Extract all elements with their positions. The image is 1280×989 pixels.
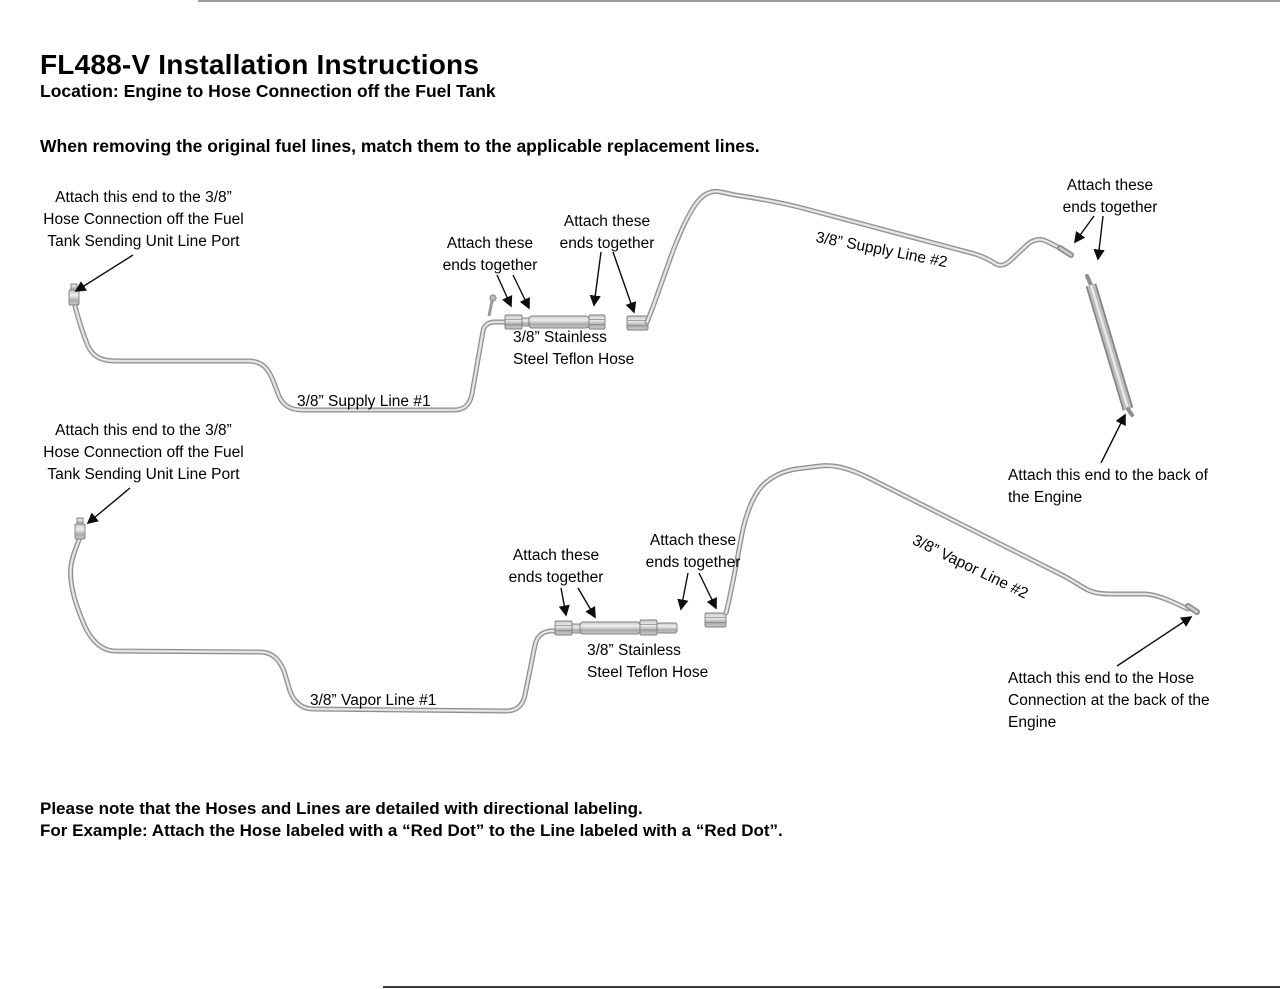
supply-line1-label: 3/8” Supply Line #1 (297, 393, 431, 410)
engine-end-note: Attach this end to the back of the Engin… (1008, 467, 1208, 506)
arrow-vapor-attach-mid-2 (698, 572, 717, 610)
vapor-teflon-hose (554, 619, 678, 636)
arrow-supply-attach-right-1 (1074, 215, 1095, 244)
location-heading: Location: Engine to Hose Connection off … (40, 81, 496, 101)
supply-attach-right-note: Attach these ends together (1062, 177, 1158, 216)
footer-note-line2: For Example: Attach the Hose labeled wit… (40, 821, 783, 840)
arrow-vapor-attach-mid-1 (677, 572, 689, 611)
vapor-engine-end-note: Attach this end to the Hose Connection a… (1008, 670, 1210, 731)
vapor-attach-mid-note: Attach these ends together (645, 532, 741, 571)
arrow-supply-attach-left-2 (512, 274, 530, 310)
supply-attach-left-note: Attach these ends together (442, 235, 538, 274)
annotation-arrows (74, 215, 1193, 667)
arrow-vapor-tank-end (86, 487, 131, 525)
vapor-line1-label: 3/8” Vapor Line #1 (310, 692, 437, 709)
arrow-supply-attach-mid-2 (612, 251, 637, 314)
instruction-heading: When removing the original fuel lines, m… (40, 136, 760, 156)
supply-line-1 (68, 283, 506, 410)
arrow-vapor-engine-end (1116, 616, 1193, 667)
supply-tank-end-note: Attach this end to the 3/8” Hose Connect… (43, 189, 244, 250)
vapor-tank-end-note: Attach this end to the 3/8” Hose Connect… (43, 422, 244, 483)
arrow-vapor-attach-left-2 (577, 587, 596, 619)
arrow-engine-end (1100, 413, 1126, 464)
page-title: FL488-V Installation Instructions (40, 48, 480, 80)
vapor-hose-label: 3/8” Stainless Steel Teflon Hose (587, 642, 709, 681)
scan-artifact-bottom (383, 986, 1280, 988)
supply-line-2 (626, 191, 1074, 331)
arrow-supply-attach-right-2 (1093, 215, 1105, 261)
engine-hose (1085, 274, 1134, 417)
vapor-line-2 (704, 466, 1200, 628)
supply-attach-mid-note: Attach these ends together (559, 213, 655, 252)
arrow-supply-attach-left-1 (496, 274, 513, 308)
footer-note-line1: Please note that the Hoses and Lines are… (40, 799, 643, 818)
supply-hose-label: 3/8” Stainless Steel Teflon Hose (513, 329, 635, 368)
arrow-supply-tank-end (74, 254, 134, 292)
supply-teflon-hose (504, 314, 606, 330)
vapor-line-1 (71, 517, 556, 711)
vapor-attach-left-note: Attach these ends together (508, 547, 604, 586)
scan-artifact-top (198, 0, 1280, 2)
arrow-supply-attach-mid-1 (589, 251, 602, 307)
arrow-vapor-attach-left-1 (558, 587, 570, 617)
